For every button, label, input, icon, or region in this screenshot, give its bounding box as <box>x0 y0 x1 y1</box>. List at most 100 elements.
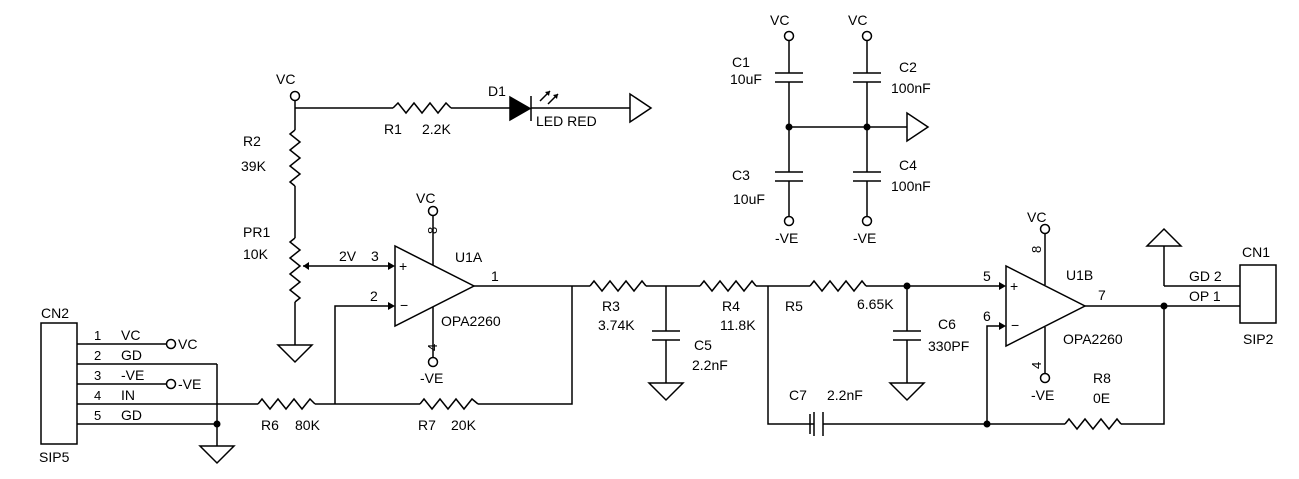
u1b-pin7: 7 <box>1098 287 1106 303</box>
r1-value: 2.2K <box>422 121 451 137</box>
ground-symbol-cn1 <box>1145 227 1183 247</box>
resistor-r1: R1 2.2K <box>384 101 452 137</box>
d1-label: D1 <box>488 83 506 99</box>
pr1-label: PR1 <box>243 224 270 240</box>
c2-vc-label: VC <box>848 12 867 28</box>
net-2v-label: 2V <box>339 248 357 264</box>
r2-label: R2 <box>243 133 261 149</box>
r2-value: 39K <box>241 158 267 174</box>
c2-value: 100nF <box>891 80 931 96</box>
u1a-pin1: 1 <box>491 268 499 284</box>
vc-label-r2: VC <box>276 71 295 87</box>
led-d1: D1 LED RED <box>488 83 597 129</box>
wire-r8-out <box>1121 306 1165 425</box>
r4-value: 11.8K <box>720 317 756 333</box>
c1-label: C1 <box>732 54 750 70</box>
c4-ve-label: -VE <box>853 230 876 246</box>
resistor-r8: R8 0E <box>1064 370 1122 431</box>
cn2-pin5: 5 <box>94 408 101 423</box>
c3-ve-label: -VE <box>775 230 798 246</box>
pr1-value: 10K <box>243 246 269 262</box>
u1b-pin4: 4 <box>1029 362 1044 369</box>
ground-symbol-cn2 <box>198 445 236 465</box>
cn1-part: SIP2 <box>1243 331 1274 347</box>
ground-symbol-c5 <box>647 382 685 402</box>
u1a-pin2: 2 <box>370 288 378 304</box>
d1-value: LED RED <box>536 113 597 129</box>
r1-label: R1 <box>384 121 402 137</box>
u1a-pin3: 3 <box>371 248 379 264</box>
c4-label: C4 <box>899 157 917 173</box>
cn2-pin5-name: GD <box>121 407 142 423</box>
u1b-pin6: 6 <box>983 308 991 324</box>
c1-value: 10uF <box>730 71 762 87</box>
cn2-pin2-name: GD <box>121 347 142 363</box>
cn1-op-pin: OP 1 <box>1189 288 1221 304</box>
u1b-minus-sign: − <box>1011 317 1019 333</box>
u1b-vc-label: VC <box>1027 209 1046 225</box>
u1b-plus-sign: + <box>1010 278 1018 294</box>
r8-value: 0E <box>1093 390 1110 406</box>
r5-label: R5 <box>785 298 803 314</box>
capacitor-c7: C7 2.2nF <box>789 387 1065 436</box>
c5-value: 2.2nF <box>692 357 728 373</box>
resistor-r4: R4 11.8K <box>699 279 757 333</box>
connector-cn1: CN1 SIP2 GD 2 OP 1 <box>1145 227 1277 347</box>
resistor-r3: R3 3.74K <box>589 279 647 333</box>
r5-value: 6.65K <box>857 296 894 312</box>
u1a-vc-label: VC <box>416 190 435 206</box>
c6-value: 330PF <box>928 338 969 354</box>
u1b-pin5: 5 <box>983 268 991 284</box>
power-vc-r2: VC <box>276 71 301 130</box>
resistor-r2: R2 39K <box>241 129 302 187</box>
r6-label: R6 <box>261 417 279 433</box>
decoupling-network: VC -VE C1 10uF C3 10uF VC -VE C2 100nF C… <box>730 12 931 246</box>
c4-value: 100nF <box>891 178 931 194</box>
u1b-pin8: 8 <box>1029 246 1044 253</box>
cn2-pin2: 2 <box>94 348 101 363</box>
wire-u1b-inv <box>986 325 999 424</box>
cn2-pin1-name: VC <box>121 327 140 343</box>
cn2-vc-net: VC <box>178 336 197 352</box>
cn2-ve-net: -VE <box>178 376 201 392</box>
capacitor-c5: C5 2.2nF <box>652 286 728 383</box>
ground-symbol-pr1 <box>276 344 314 364</box>
c7-label: C7 <box>789 387 807 403</box>
ground-symbol-decoupling <box>906 111 930 143</box>
resistor-r6: R6 80K <box>257 397 321 433</box>
r7-label: R7 <box>418 417 436 433</box>
cn2-pin3: 3 <box>94 368 101 383</box>
wire-u1a-feedback <box>478 286 573 405</box>
opamp-u1b: + − 5 6 7 U1B OPA2260 VC 8 4 -VE <box>983 209 1123 403</box>
r3-value: 3.74K <box>598 317 635 333</box>
cn1-gd-pin: GD 2 <box>1189 268 1222 284</box>
r6-value: 80K <box>295 417 321 433</box>
c3-value: 10uF <box>733 191 765 207</box>
wire-u1a-inv <box>334 305 388 404</box>
cn2-pin4-name: IN <box>121 387 135 403</box>
ground-symbol-led <box>629 92 653 124</box>
resistor-r7: R7 20K <box>418 397 479 433</box>
u1a-part: OPA2260 <box>441 313 501 329</box>
r4-label: R4 <box>722 298 740 314</box>
u1a-pin8: 8 <box>425 227 440 234</box>
u1b-label: U1B <box>1066 267 1093 283</box>
u1a-ve-label: -VE <box>420 370 443 386</box>
c2-label: C2 <box>899 59 917 75</box>
cn2-label: CN2 <box>41 305 69 321</box>
c3-label: C3 <box>732 167 750 183</box>
u1a-minus-sign: − <box>400 297 408 313</box>
resistor-r5: R5 6.65K <box>785 279 894 314</box>
cn2-pin3-name: -VE <box>121 367 144 383</box>
c5-label: C5 <box>694 337 712 353</box>
r7-value: 20K <box>451 417 477 433</box>
r3-label: R3 <box>602 298 620 314</box>
u1a-label: U1A <box>455 249 483 265</box>
c1-vc-label: VC <box>770 12 789 28</box>
cn2-part: SIP5 <box>39 449 70 465</box>
wire-c7-left <box>767 286 810 425</box>
u1b-ve-label: -VE <box>1031 387 1054 403</box>
opamp-u1a: + − 3 2 1 U1A OPA2260 VC 8 4 -VE <box>370 190 501 386</box>
c6-label: C6 <box>938 316 956 332</box>
